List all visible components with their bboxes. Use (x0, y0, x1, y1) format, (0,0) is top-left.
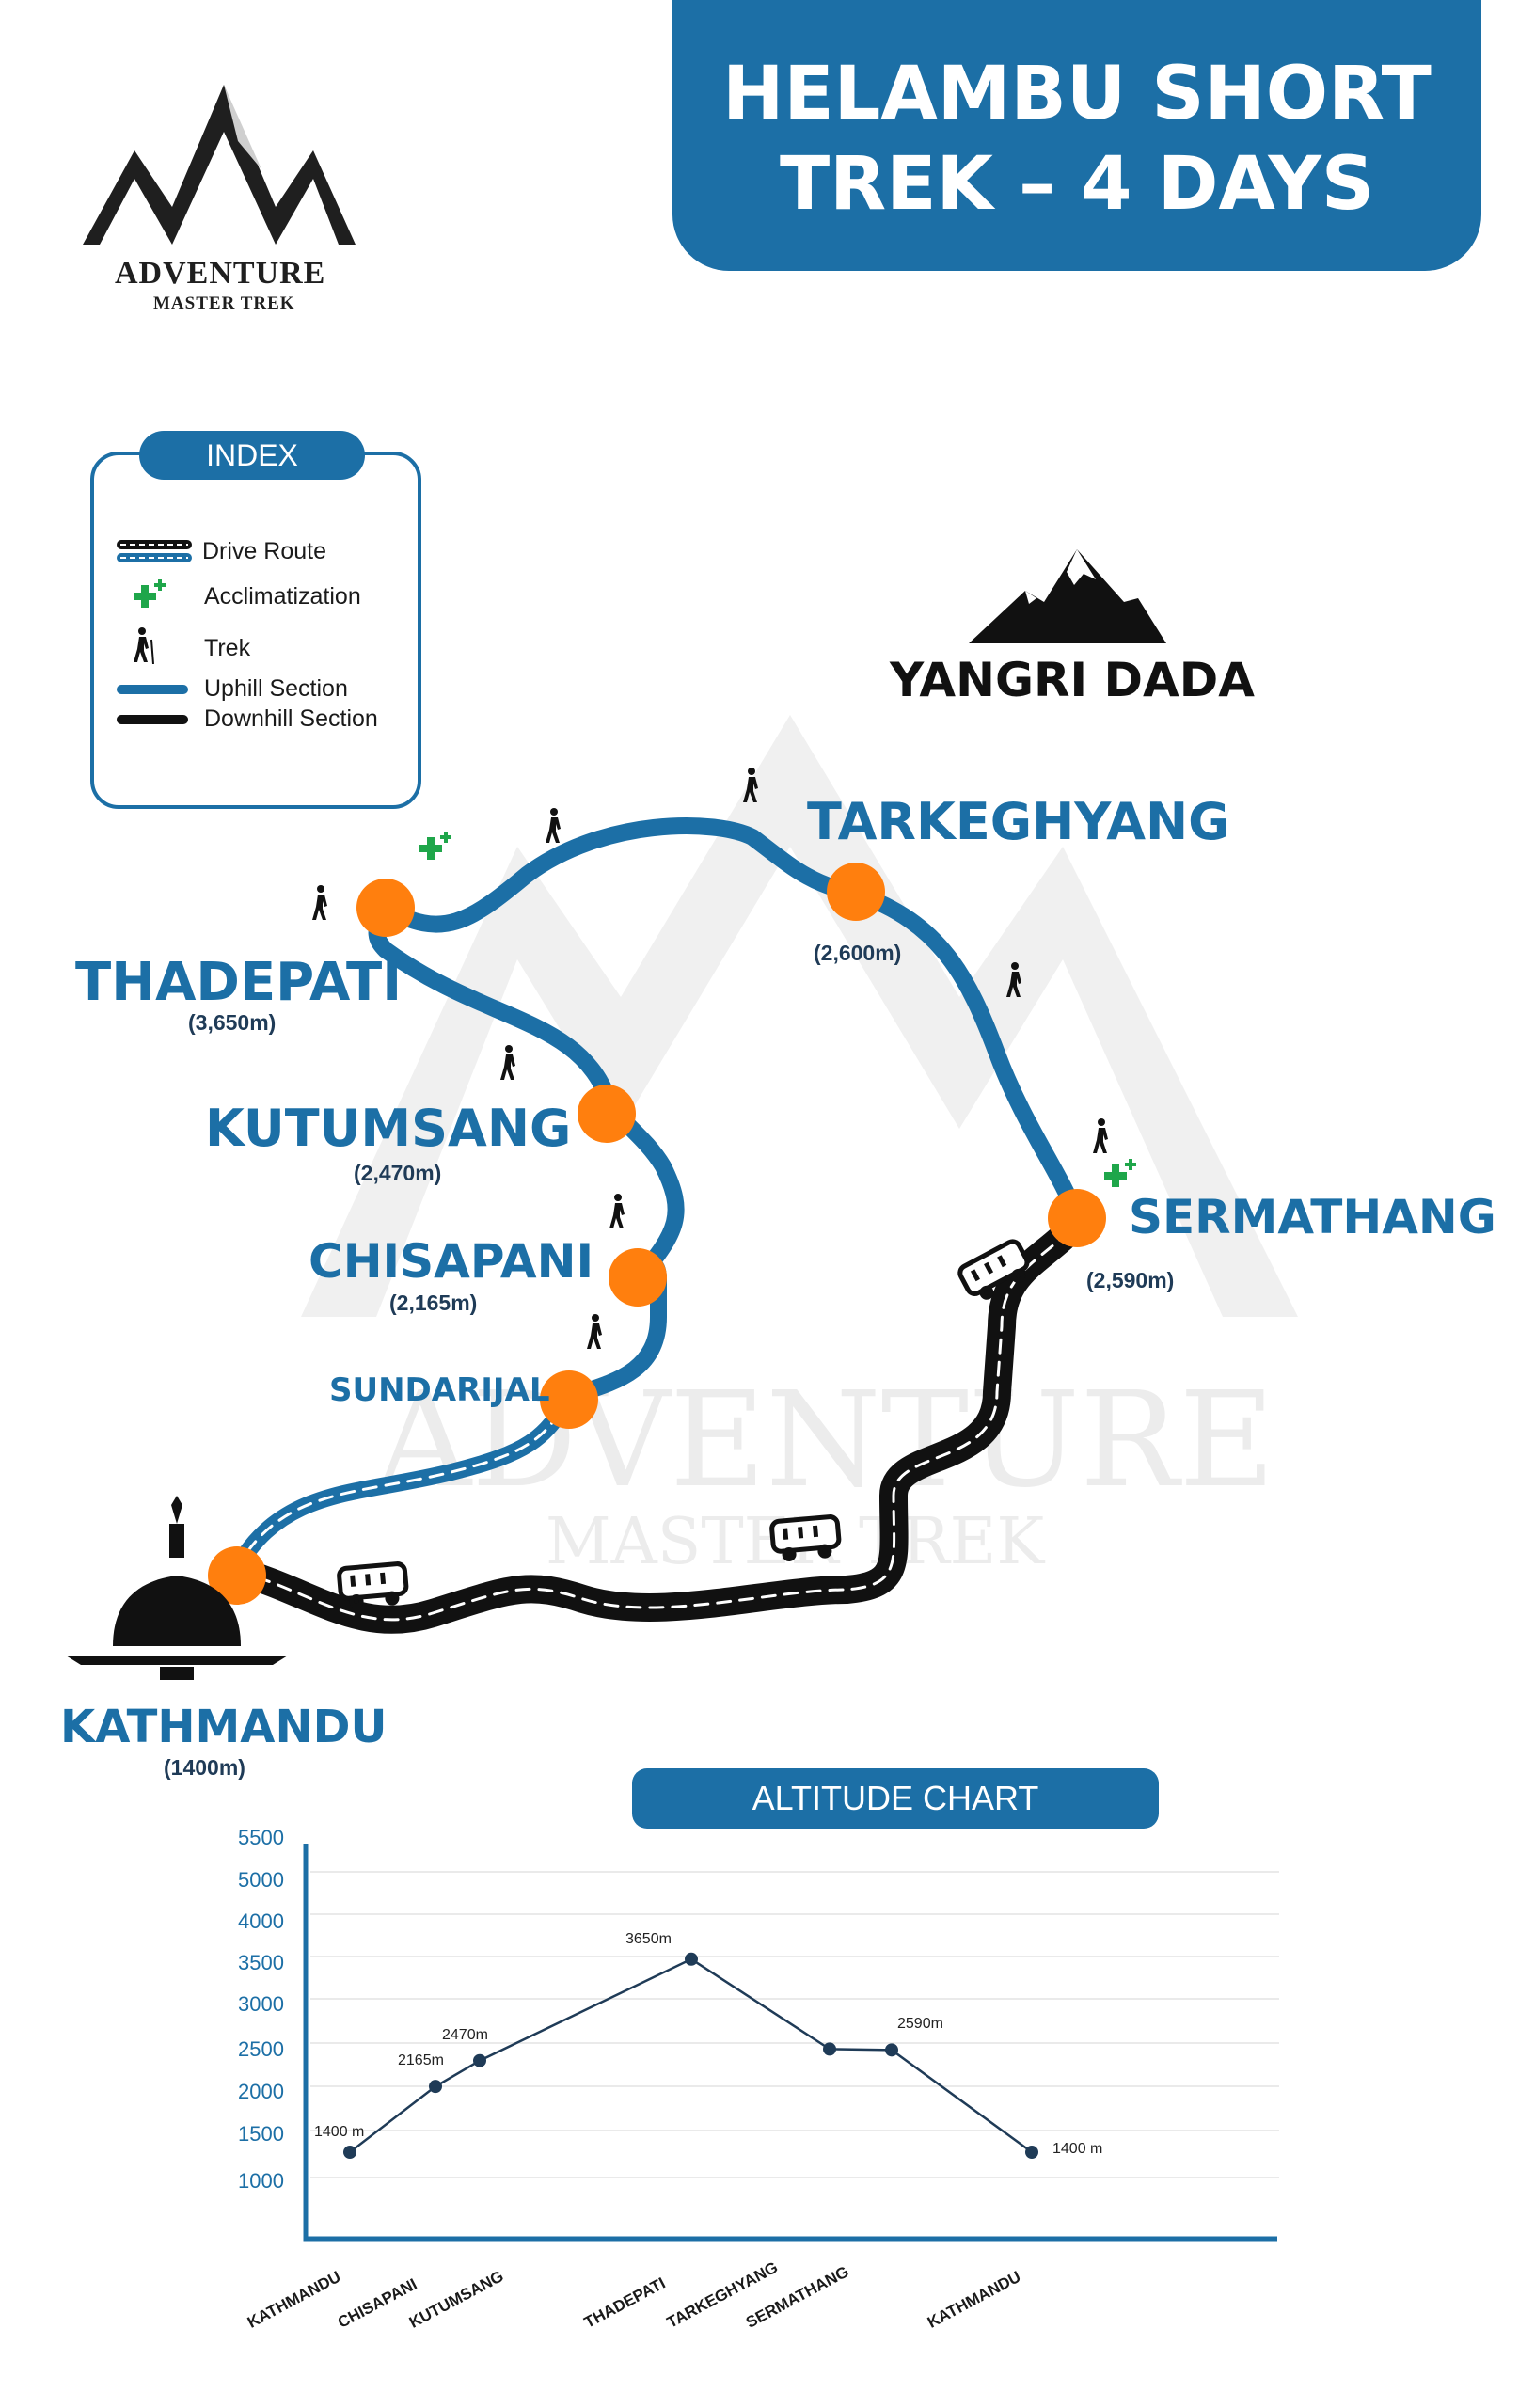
route-map (66, 768, 1136, 1680)
y-tick-label: 1500 (238, 2122, 284, 2146)
blue-line-icon (117, 685, 188, 694)
altitude-line (349, 1957, 1033, 2154)
index-item-drive-route: Drive Route (202, 538, 326, 564)
node-chisapani (609, 1248, 667, 1307)
title-banner: HELAMBU SHORT TREK – 4 DAYS (672, 0, 1481, 271)
index-item-acclimatization: Acclimatization (204, 583, 361, 610)
mountain-icon (969, 549, 1166, 643)
y-tick-label: 5500 (238, 1826, 284, 1849)
hiker-icon (134, 627, 154, 664)
data-point-chisapani (429, 2080, 442, 2094)
watermark-mountains (301, 715, 1298, 1317)
acclimatization-cross-icon (419, 832, 1136, 1187)
data-label: 2470m (442, 2026, 488, 2043)
chart-axes (303, 1844, 1277, 2242)
place-kutumsang-altitude: (2,470m) (354, 1161, 442, 1185)
place-kathmandu-name: KATHMANDU (60, 1701, 388, 1753)
data-point-sermathang (885, 2043, 898, 2057)
node-kathmandu (208, 1546, 266, 1605)
place-tarkeghyang-altitude: (2,600m) (814, 941, 902, 965)
y-tick-label: 2000 (238, 2080, 284, 2103)
title-line-1: HELAMBU SHORT (722, 52, 1432, 136)
logo-mountains-icon (83, 85, 356, 245)
index-title: INDEX (139, 431, 365, 480)
data-label: 3650m (625, 1930, 672, 1947)
place-sermathang-name: SERMATHANG (1129, 1190, 1496, 1244)
data-label: 2590m (897, 2016, 943, 2033)
node-sundarijal (540, 1370, 598, 1429)
data-label: 1400 m (1052, 2141, 1103, 2157)
place-chisapani-name: CHISAPANI (309, 1234, 594, 1289)
downhill-road (221, 1209, 1091, 1634)
place-tarkeghyang-name: TARKEGHYANG (807, 792, 1230, 851)
black-line-icon (117, 715, 188, 724)
place-thadepati-name: THADEPATI (75, 952, 403, 1013)
node-thadepati (356, 879, 415, 937)
node-sermathang (1048, 1189, 1106, 1247)
bus-icon (337, 1239, 1030, 1608)
peak-label: YANGRI DADA (890, 653, 1255, 707)
data-label: 1400 m (314, 2124, 365, 2140)
logo-sub: MASTER TREK (153, 293, 295, 313)
place-thadepati-altitude: (3,650m) (188, 1010, 277, 1035)
index-item-trek: Trek (204, 635, 251, 661)
chart-title: ALTITUDE CHART (632, 1768, 1159, 1829)
place-sermathang-altitude: (2,590m) (1086, 1268, 1175, 1292)
place-kathmandu-altitude: (1400m) (164, 1755, 245, 1780)
index-item-uphill: Uphill Section (204, 675, 348, 702)
place-chisapani-altitude: (2,165m) (389, 1291, 478, 1315)
place-sundarijal-name: SUNDARIJAL (329, 1371, 550, 1409)
y-tick-label: 4000 (238, 1909, 284, 1933)
drive-route-icon (117, 540, 192, 562)
data-point-kathmandu (1025, 2146, 1038, 2159)
data-point-kathmandu (343, 2146, 356, 2159)
y-tick-label: 1000 (238, 2169, 284, 2193)
data-label: 2165m (398, 2052, 444, 2069)
node-kutumsang (578, 1085, 636, 1143)
data-point-kutumsang (473, 2053, 486, 2067)
hiker-icon (312, 768, 1108, 1349)
logo-name: ADVENTURE (115, 256, 326, 291)
index-item-downhill: Downhill Section (204, 705, 378, 732)
data-point-tarkeghyang (823, 2042, 836, 2056)
y-tick-label: 5000 (238, 1868, 284, 1892)
stupa-icon (66, 1496, 288, 1680)
data-point-thadepati (685, 1952, 698, 1966)
y-tick-label: 3500 (238, 1951, 284, 1974)
acclimatization-cross-icon (134, 579, 166, 608)
place-kutumsang-name: KUTUMSANG (205, 1099, 572, 1158)
y-tick-label: 2500 (238, 2037, 284, 2061)
title-line-2: TREK – 4 DAYS (779, 142, 1375, 227)
node-tarkeghyang (827, 863, 885, 921)
y-tick-label: 3000 (238, 1992, 284, 2016)
